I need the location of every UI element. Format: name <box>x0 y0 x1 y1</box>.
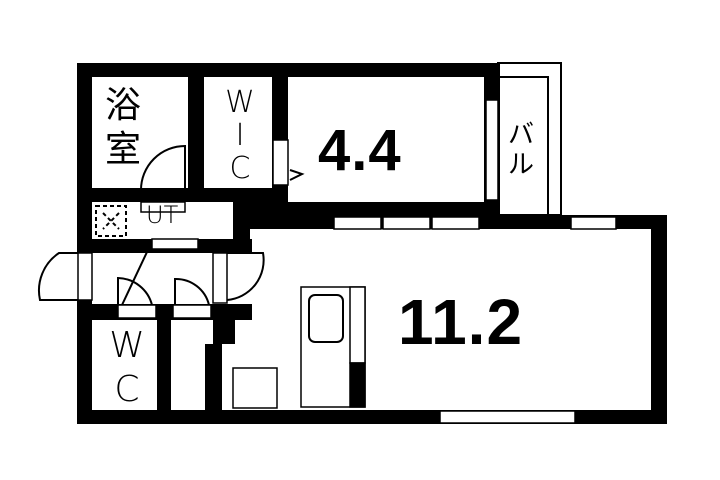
balcony-label: バ ル <box>506 120 536 180</box>
kitchen-counter <box>300 286 366 408</box>
wic-label-line3: C <box>229 151 251 186</box>
ldk-area-label: 11.2 <box>398 286 524 358</box>
wic-label: W I C <box>222 86 258 185</box>
shoe-closet <box>232 367 278 409</box>
door-swings <box>37 144 305 306</box>
bathroom-label: 浴 室 <box>98 84 148 172</box>
toilet-label: W C <box>104 324 150 412</box>
door-openings <box>77 139 289 319</box>
washing-machine-space <box>95 205 127 237</box>
toilet-label-line1: W <box>109 325 145 366</box>
wic-label-line2: I <box>235 118 245 153</box>
windows <box>333 99 617 424</box>
utility-label: UT <box>146 201 179 229</box>
balcony-label-line1: バ <box>507 120 534 150</box>
western-room-area-label: 4.4 <box>318 118 402 183</box>
bathroom-label-line1: 浴 <box>104 85 141 126</box>
toilet-label-line2: C <box>114 369 140 410</box>
bathroom-label-line2: 室 <box>104 129 141 170</box>
wic-label-line1: W <box>225 85 255 120</box>
balcony-label-line2: ル <box>507 150 534 180</box>
